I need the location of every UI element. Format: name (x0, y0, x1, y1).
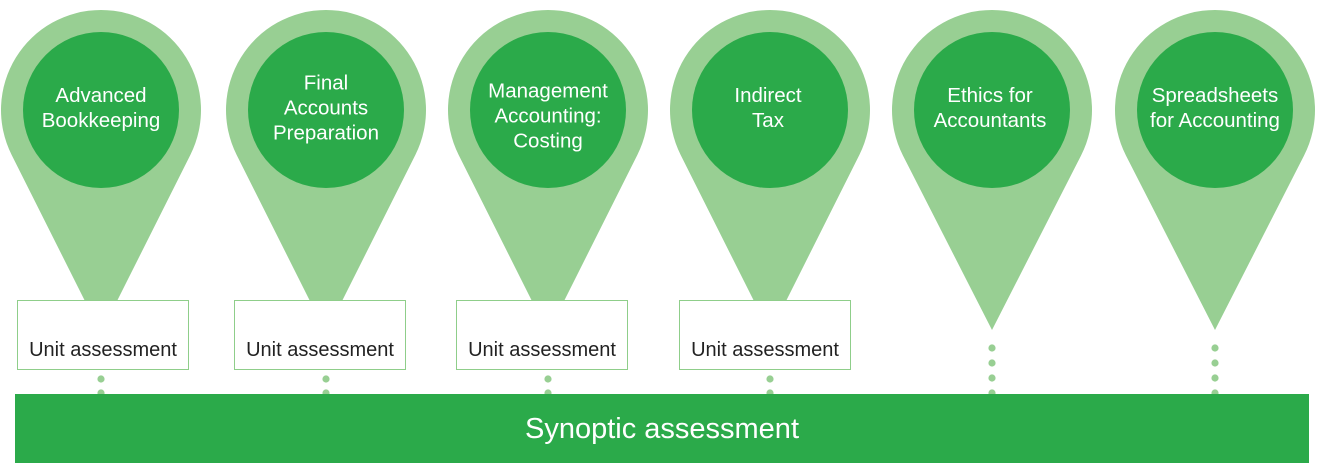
connector-dot-5-2 (988, 359, 996, 367)
unit-title-1: Advanced Bookkeeping (41, 84, 161, 132)
pin-inner-circle-4 (692, 32, 848, 188)
connector-dot-5-3 (988, 374, 996, 382)
connector-dot-1-1 (97, 375, 105, 383)
connector-dot-5-1 (988, 344, 996, 352)
pin-inner-circle-2 (248, 32, 404, 188)
unit-assessment-label-2: Unit assessment (246, 339, 394, 361)
unit-assessment-box-3: Unit assessment (456, 300, 628, 370)
unit-assessment-label-1: Unit assessment (29, 339, 177, 361)
pin-inner-circle-6 (1137, 32, 1293, 188)
connector-dot-6-1 (1211, 344, 1219, 352)
unit-title-3: Management Accounting: Costing (488, 79, 608, 153)
connector-dot-6-2 (1211, 359, 1219, 367)
connector-dot-2-1 (322, 375, 330, 383)
pin-inner-circle-5 (914, 32, 1070, 188)
unit-assessment-label-4: Unit assessment (691, 339, 839, 361)
unit-title-2: Final Accounts Preparation (273, 71, 379, 145)
connector-dot-6-3 (1211, 374, 1219, 382)
unit-assessment-box-2: Unit assessment (234, 300, 406, 370)
synoptic-assessment-bar: Synoptic assessment (15, 394, 1309, 463)
connector-dot-3-1 (544, 375, 552, 383)
pin-inner-circle-1 (23, 32, 179, 188)
connector-dot-4-1 (766, 375, 774, 383)
unit-title-6: Spreadsheets for Accounting (1150, 84, 1280, 132)
unit-assessment-box-1: Unit assessment (17, 300, 189, 370)
synoptic-assessment-label: Synoptic assessment (524, 413, 799, 445)
unit-assessment-box-4: Unit assessment (679, 300, 851, 370)
pin-inner-circle-3 (470, 32, 626, 188)
unit-title-5: Ethics for Accountants (933, 84, 1047, 132)
unit-assessment-label-3: Unit assessment (468, 339, 616, 361)
unit-title-4: Indirect Tax (734, 84, 802, 132)
